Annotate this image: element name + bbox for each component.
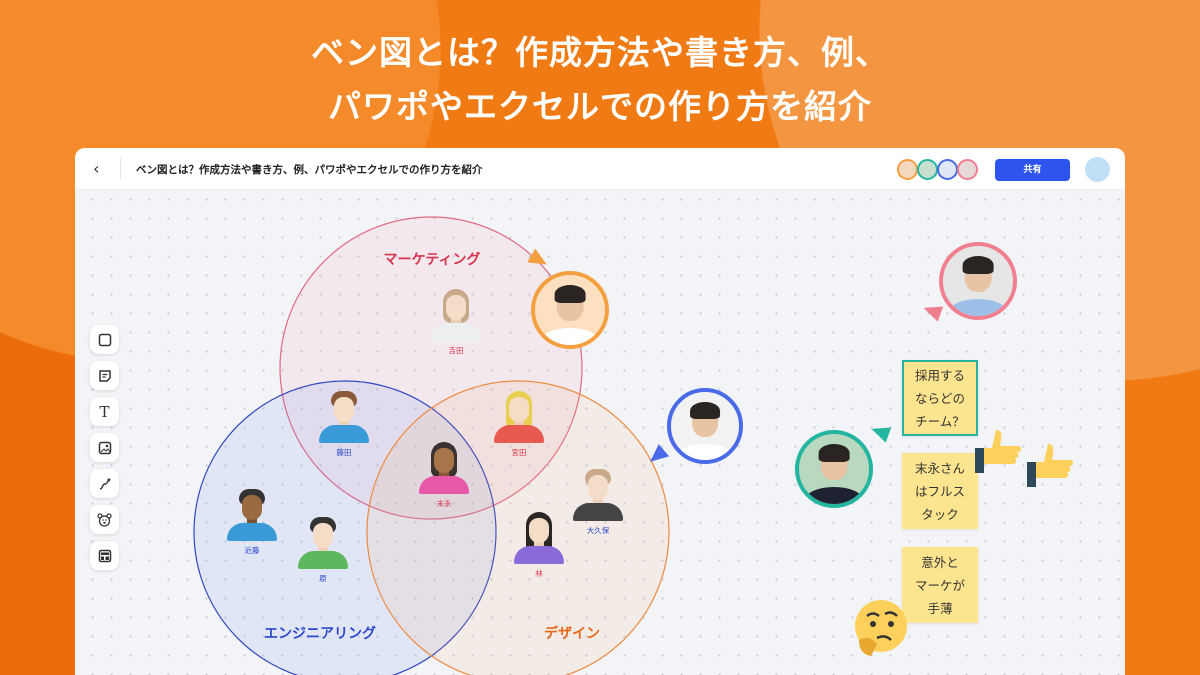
chevron-left-icon[interactable]: ‹ xyxy=(93,159,100,178)
left-toolbar: T xyxy=(90,325,119,570)
person-miyata[interactable]: 宮田 xyxy=(493,391,545,458)
person-name: 藤田 xyxy=(336,448,352,457)
person-hara[interactable]: 原 xyxy=(297,517,349,584)
person-hayashi[interactable]: 林 xyxy=(513,512,565,579)
person-kondo[interactable]: 近藤 xyxy=(226,489,278,556)
person-name: 宮田 xyxy=(511,448,527,457)
person-okubo[interactable]: 大久保 xyxy=(572,469,624,536)
sticky-note[interactable]: 意外と マーケが 手薄 xyxy=(902,547,978,623)
person-suenaga[interactable]: 末永 xyxy=(418,442,470,509)
rectangle-tool[interactable] xyxy=(90,325,119,354)
marketing-label: マーケティング xyxy=(383,252,481,268)
document-title: ベン図とは？作成方法や書き方、例、パワポやエクセルでの作り方を紹介 xyxy=(136,164,483,176)
hero-title-line2: パワポやエクセルでの作り方を紹介 xyxy=(328,87,872,126)
hero-title-line1: ベン図とは？作成方法や書き方、例、 xyxy=(311,33,889,72)
design-label: デザイン xyxy=(544,626,600,642)
person-avatar-icon xyxy=(513,512,565,564)
user-avatar[interactable] xyxy=(1085,157,1110,182)
person-yoshida[interactable]: 吉田 xyxy=(430,289,482,356)
app-window: ‹ ベン図とは？作成方法や書き方、例、パワポやエクセルでの作り方を紹介 共有 T… xyxy=(75,148,1125,675)
divider xyxy=(120,158,121,180)
engineering-circle[interactable] xyxy=(193,380,497,675)
person-name: 原 xyxy=(319,574,327,583)
share-button[interactable]: 共有 xyxy=(995,159,1070,181)
connector-icon xyxy=(99,477,110,490)
collaborator-photo xyxy=(939,242,1017,320)
thumbs-up-icon xyxy=(975,430,1021,473)
square-icon xyxy=(98,333,111,346)
sticky-note-tool[interactable] xyxy=(90,361,119,390)
text-tool[interactable]: T xyxy=(90,397,119,426)
person-avatar-icon xyxy=(318,391,370,443)
person-name: 末永 xyxy=(436,499,452,508)
connector-tool[interactable] xyxy=(90,469,119,498)
collaborator-photo xyxy=(531,271,609,349)
collaborator-photo xyxy=(667,388,743,464)
sticky-note[interactable]: 採用する ならどの チーム？ xyxy=(902,360,978,436)
person-name: 大久保 xyxy=(586,526,610,535)
template-tool[interactable] xyxy=(90,541,119,570)
image-tool[interactable] xyxy=(90,433,119,462)
person-avatar-icon xyxy=(297,517,349,569)
person-name: 近藤 xyxy=(244,546,260,555)
collaborator-avatar[interactable] xyxy=(957,159,978,180)
template-icon xyxy=(98,549,111,562)
bear-icon xyxy=(97,512,112,527)
thumbs-up-icon xyxy=(1027,444,1073,487)
person-name: 林 xyxy=(535,569,543,578)
thinking-face-icon xyxy=(855,600,907,656)
person-avatar-icon xyxy=(430,289,482,341)
person-avatar-icon xyxy=(493,391,545,443)
sticky-note-icon xyxy=(98,369,111,382)
person-avatar-icon xyxy=(226,489,278,541)
text-icon: T xyxy=(99,402,110,421)
marketing-circle[interactable] xyxy=(279,216,583,520)
person-avatar-icon xyxy=(572,469,624,521)
stamp-tool[interactable] xyxy=(90,505,119,534)
sticky-note[interactable]: 末永さん はフルス タック xyxy=(902,453,978,529)
image-icon xyxy=(98,441,111,454)
person-fujita[interactable]: 藤田 xyxy=(318,391,370,458)
engineering-label: エンジニアリング xyxy=(264,626,376,642)
person-avatar-icon xyxy=(418,442,470,494)
person-name: 吉田 xyxy=(448,346,464,355)
collaborator-photo xyxy=(795,430,873,508)
header-bar: ‹ ベン図とは？作成方法や書き方、例、パワポやエクセルでの作り方を紹介 共有 xyxy=(75,148,1125,190)
